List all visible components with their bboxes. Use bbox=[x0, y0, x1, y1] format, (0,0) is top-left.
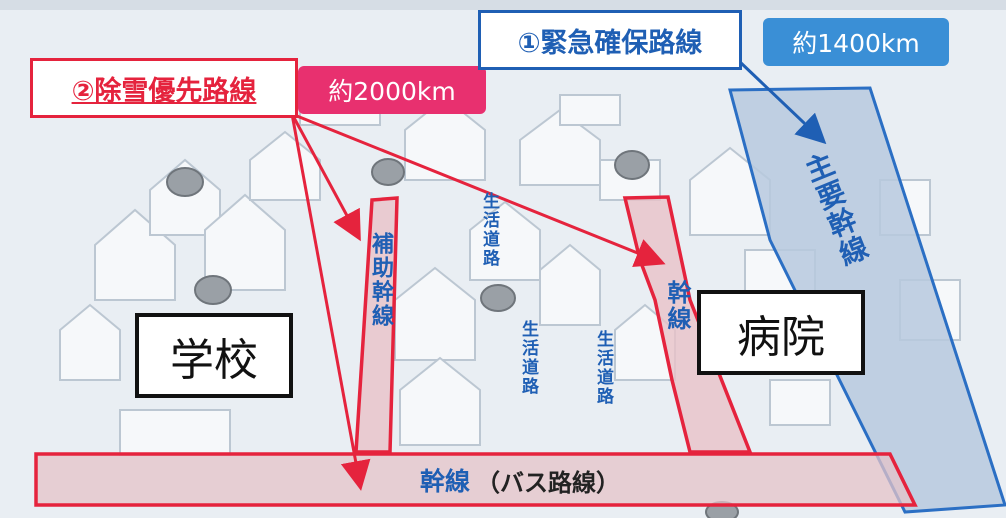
major-trunk-road bbox=[728, 86, 1006, 514]
living-road-label-1: 生活道路 bbox=[479, 192, 499, 268]
snow-priority-label-box: ②除雪優先路線 bbox=[30, 58, 298, 118]
auxiliary-trunk-label: 補助幹線 bbox=[368, 232, 393, 328]
trunk-label: 幹線 bbox=[663, 280, 691, 332]
hospital-box: 病院 bbox=[697, 290, 865, 375]
snow-priority-distance-badge: 約2000km bbox=[298, 66, 486, 114]
living-road-label-3: 生活道路 bbox=[593, 330, 613, 406]
living-road-label-2: 生活道路 bbox=[518, 320, 538, 396]
emergency-label-box: ①緊急確保路線 bbox=[478, 10, 742, 70]
bus-trunk-road bbox=[34, 452, 918, 507]
snow-priority-distance: 約2000km bbox=[328, 77, 456, 106]
bus-trunk-label: 幹線 （バス路線） bbox=[420, 462, 620, 498]
house-illustrations bbox=[59, 94, 961, 456]
hospital-label: 病院 bbox=[737, 311, 825, 363]
bus-trunk-paren: （バス路線） bbox=[476, 468, 621, 497]
school-label: 学校 bbox=[170, 334, 258, 386]
top-strip bbox=[0, 0, 1006, 10]
emergency-distance-badge: 約1400km bbox=[763, 18, 949, 66]
bus-trunk-main: 幹線 bbox=[420, 467, 471, 496]
snow-priority-label: ②除雪優先路線 bbox=[71, 75, 257, 107]
snow-pile-illustrations bbox=[166, 150, 739, 518]
snow-priority-arrows bbox=[290, 112, 666, 491]
auxiliary-trunk-road bbox=[354, 196, 399, 454]
emergency-label: ①緊急確保路線 bbox=[517, 27, 703, 59]
emergency-arrow bbox=[738, 60, 827, 145]
emergency-distance: 約1400km bbox=[792, 29, 920, 58]
school-box: 学校 bbox=[135, 313, 293, 398]
